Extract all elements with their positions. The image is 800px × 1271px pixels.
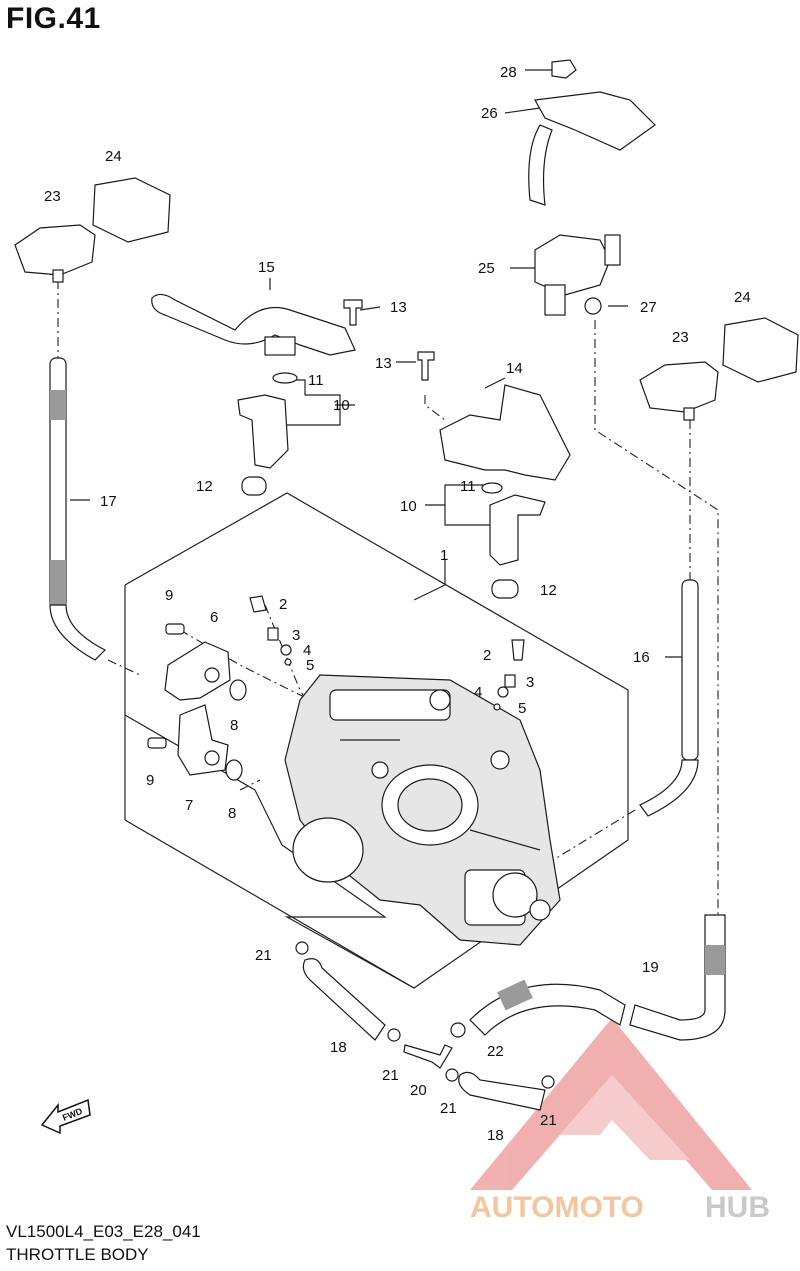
- callout-9: 9: [146, 772, 154, 789]
- clamp-27: [584, 297, 602, 315]
- hose-16: [639, 579, 699, 817]
- callout-5: 5: [518, 700, 526, 717]
- figure-title: FIG.41: [6, 2, 101, 35]
- fuel-rail-15: [151, 293, 356, 356]
- leader-lines: [70, 69, 685, 658]
- watermark-logo: [470, 1018, 752, 1190]
- callout-4: 4: [474, 684, 482, 701]
- callout-22: 22: [487, 1043, 504, 1060]
- callout-11: 11: [460, 478, 476, 495]
- watermark-text: AUTOMOTO HUB: [470, 1191, 770, 1224]
- callout-20: 20: [410, 1082, 427, 1099]
- callout-2: 2: [279, 596, 287, 613]
- callout-2: 2: [483, 647, 491, 664]
- pipe-14: [439, 384, 571, 481]
- callout-24: 24: [734, 289, 751, 306]
- cover-24-left: [92, 177, 171, 243]
- seals-12: [241, 476, 519, 599]
- callout-18: 18: [487, 1127, 504, 1144]
- callout-16: 16: [633, 649, 650, 666]
- fwd-arrow-icon: FWD: [40, 1098, 91, 1135]
- callout-24: 24: [105, 148, 122, 165]
- callout-23: 23: [672, 329, 689, 346]
- seals-11: [272, 372, 503, 494]
- solenoid-25: [534, 234, 621, 316]
- bracket-26: [528, 91, 656, 206]
- callout-18: 18: [330, 1039, 347, 1056]
- callout-21: 21: [540, 1112, 557, 1129]
- callout-23: 23: [44, 188, 61, 205]
- sensor-6: [164, 641, 231, 701]
- callout-1: 1: [440, 547, 448, 564]
- callout-10: 10: [333, 397, 350, 414]
- callout-17: 17: [100, 493, 117, 510]
- nut-28: [551, 59, 577, 79]
- clamp-22: [450, 1022, 466, 1038]
- screws-9: [147, 623, 185, 749]
- callout-19: 19: [642, 959, 659, 976]
- springs-3: [267, 627, 516, 688]
- callout-8: 8: [230, 717, 238, 734]
- callout-13: 13: [390, 299, 407, 316]
- watermark-text-part1: AUTOMOTO: [470, 1191, 644, 1224]
- callout-27: 27: [640, 299, 657, 316]
- callout-28: 28: [500, 64, 517, 81]
- hose-18-right: [458, 1071, 546, 1111]
- throttle-body: [284, 674, 561, 946]
- callout-10: 10: [400, 498, 417, 515]
- callout-6: 6: [210, 609, 218, 626]
- callout-21: 21: [440, 1100, 457, 1117]
- o-rings-8: [225, 679, 247, 781]
- callout-labels: 1 2 2 3 3 4 4 5 5 6 7 8 8 9 9 10 10 11 1…: [44, 64, 751, 1144]
- callout-13: 13: [375, 355, 392, 372]
- dashed-centerlines: [57, 280, 719, 915]
- hose-19: [469, 914, 726, 1041]
- callout-26: 26: [481, 105, 498, 122]
- callout-15: 15: [258, 259, 275, 276]
- callout-12: 12: [540, 582, 557, 599]
- bolts-13: [343, 299, 435, 381]
- callout-11: 11: [308, 372, 324, 389]
- drawing-code: VL1500L4_E03_E28_041: [6, 1222, 201, 1241]
- connector-23-right: [639, 361, 719, 421]
- hose-17: [49, 357, 107, 661]
- callout-7: 7: [185, 797, 193, 814]
- callout-12: 12: [196, 478, 213, 495]
- callout-3: 3: [526, 674, 534, 691]
- joint-20: [403, 1044, 453, 1069]
- callout-25: 25: [478, 260, 495, 277]
- injector-10-left: [237, 394, 289, 469]
- watermark-text-part2: HUB: [705, 1191, 770, 1224]
- figure-caption: THROTTLE BODY: [6, 1245, 149, 1264]
- clamps-21: [295, 941, 555, 1089]
- callout-21: 21: [382, 1067, 399, 1084]
- screws-2: [249, 595, 525, 661]
- callout-3: 3: [292, 627, 300, 644]
- connector-23-left: [14, 224, 96, 283]
- callout-8: 8: [228, 805, 236, 822]
- callout-9: 9: [165, 587, 173, 604]
- hose-18-left: [302, 958, 386, 1041]
- callout-5: 5: [306, 657, 314, 674]
- callout-14: 14: [506, 360, 523, 377]
- callout-4: 4: [303, 642, 311, 659]
- injector-10-right: [489, 494, 546, 566]
- callout-21: 21: [255, 947, 272, 964]
- washers-4-5: [280, 644, 509, 711]
- cover-24-right: [722, 317, 799, 383]
- sensor-7: [177, 704, 229, 776]
